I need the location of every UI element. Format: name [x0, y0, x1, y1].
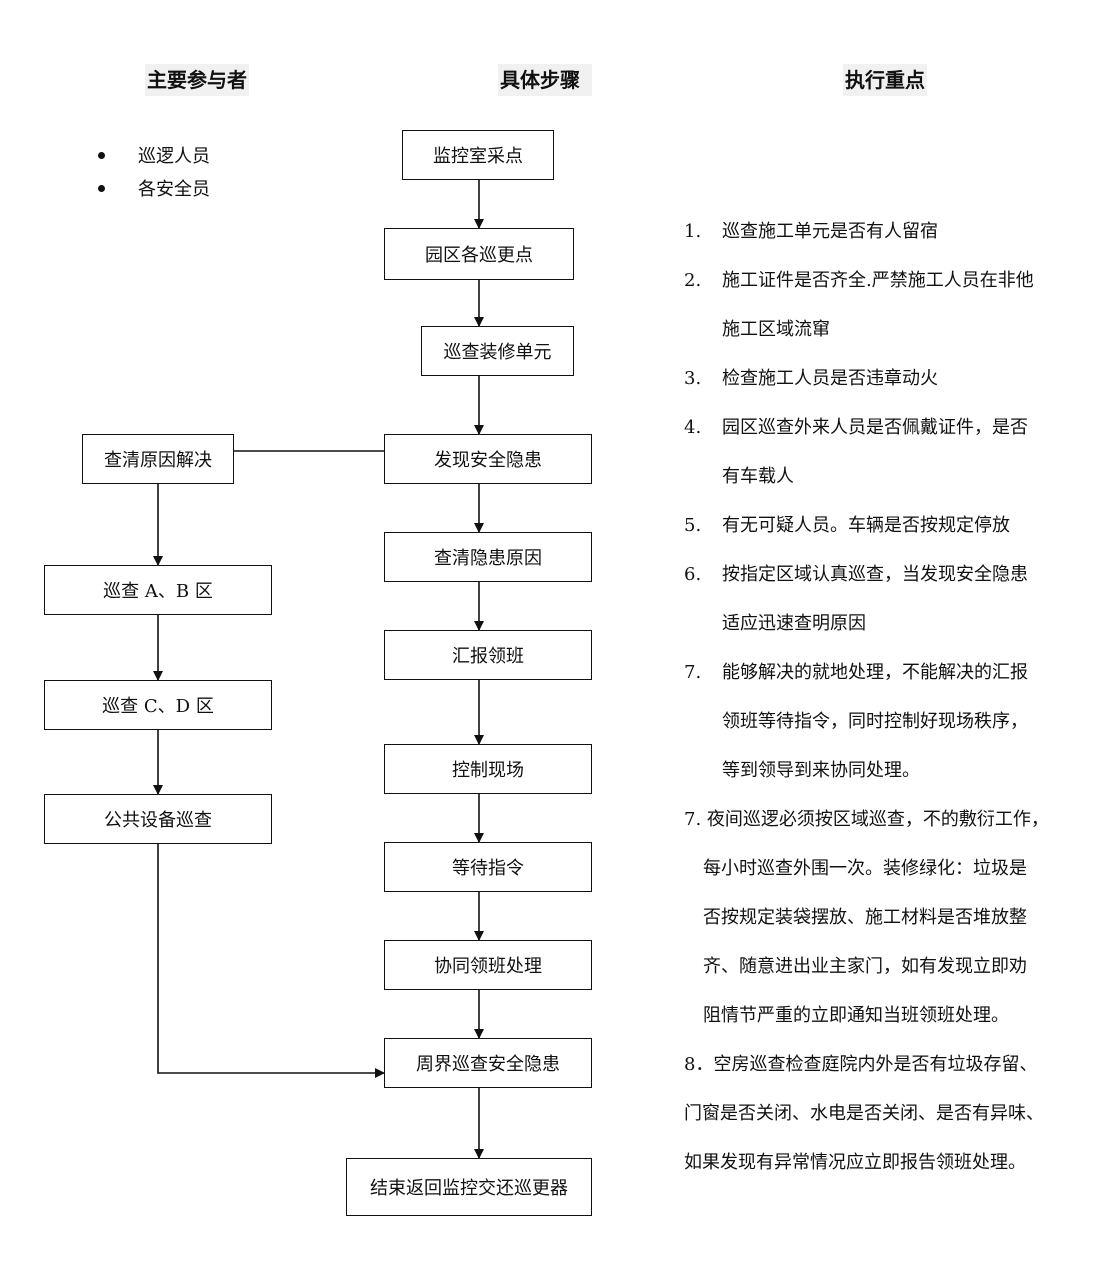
note-vacant-house-cont: 门窗是否关闭、水电是否关闭、是否有异味、 — [684, 1103, 1044, 1124]
note-item-7: 7. 能够解决的就地处理，不能解决的汇报 — [684, 658, 1028, 684]
note-number: 1. — [684, 221, 702, 242]
step-control-scene: 控制现场 — [384, 744, 592, 794]
step-label: 汇报领班 — [452, 646, 524, 667]
bullet-icon — [98, 184, 105, 192]
arrow-side-to-perimeter — [157, 843, 385, 1078]
note-item-6: 6. 按指定区域认真巡查，当发现安全隐患 — [684, 560, 1028, 586]
side-step-label: 巡查 C、D 区 — [102, 696, 214, 717]
step-label: 园区各巡更点 — [425, 245, 533, 266]
note-text: 有无可疑人员。车辆是否按规定停放 — [722, 515, 1010, 536]
step-find-cause: 查清隐患原因 — [384, 532, 592, 582]
step-await-orders: 等待指令 — [384, 842, 592, 892]
header-steps: 具体步骤 — [498, 64, 592, 96]
note-text: 能够解决的就地处理，不能解决的汇报 — [722, 662, 1028, 683]
note-night-patrol-cont: 否按规定装袋摆放、施工材料是否堆放整 — [703, 907, 1027, 928]
step-perimeter-patrol: 周界巡查安全隐患 — [384, 1038, 592, 1088]
note-vacant-house-cont: 如果发现有异常情况应立即报告领班处理。 — [684, 1152, 1026, 1173]
step-handle-with-supervisor: 协同领班处理 — [384, 940, 592, 990]
step-return-device: 结束返回监控交还巡更器 — [346, 1158, 592, 1216]
note-item-2-cont: 施工区域流窜 — [722, 319, 830, 340]
note-item-3: 3. 检查施工人员是否违章动火 — [684, 364, 938, 390]
step-label: 巡查装修单元 — [443, 342, 552, 363]
step-label: 周界巡查安全隐患 — [416, 1054, 560, 1075]
bullet-icon — [98, 151, 105, 159]
note-text: 按指定区域认真巡查，当发现安全隐患 — [722, 564, 1028, 585]
note-text: 园区巡查外来人员是否佩戴证件，是否 — [722, 417, 1028, 438]
note-item-4: 4. 园区巡查外来人员是否佩戴证件，是否 — [684, 413, 1028, 439]
note-number: 6. — [684, 564, 702, 585]
side-patrol-ab: 巡查 A、B 区 — [44, 565, 272, 615]
note-item-1: 1. 巡查施工单元是否有人留宿 — [684, 217, 938, 243]
note-item-7-cont: 等到领导到来协同处理。 — [722, 760, 920, 781]
note-number: 7. — [684, 662, 702, 683]
note-item-4-cont: 有车载人 — [722, 466, 794, 487]
note-night-patrol: 7. 夜间巡逻必须按区域巡查，不的敷衍工作， — [684, 809, 1049, 830]
step-label: 查清隐患原因 — [434, 548, 542, 569]
side-step-label: 巡查 A、B 区 — [103, 581, 213, 602]
note-number: 4. — [684, 417, 702, 438]
side-patrol-cd: 巡查 C、D 区 — [44, 680, 272, 730]
step-report-supervisor: 汇报领班 — [384, 630, 592, 680]
side-resolve-cause: 查清原因解决 — [82, 434, 234, 484]
participant-label: 各安全员 — [138, 179, 210, 200]
note-text: 施工证件是否齐全.严禁施工人员在非他 — [722, 270, 1034, 291]
participant-item: 巡逻人员 — [98, 142, 210, 168]
note-text: 检查施工人员是否违章动火 — [722, 368, 938, 389]
step-label: 监控室采点 — [433, 146, 523, 167]
step-monitor-room: 监控室采点 — [402, 130, 554, 180]
participant-label: 巡逻人员 — [138, 146, 210, 167]
header-participants: 主要参与者 — [145, 64, 249, 96]
side-public-equipment: 公共设备巡查 — [44, 794, 272, 844]
note-night-patrol-cont: 阻情节严重的立即通知当班领班处理。 — [703, 1005, 1009, 1026]
step-find-hazard: 发现安全隐患 — [384, 434, 592, 484]
note-item-6-cont: 适应迅速查明原因 — [722, 613, 866, 634]
note-number: 2. — [684, 270, 702, 291]
note-item-2: 2. 施工证件是否齐全.严禁施工人员在非他 — [684, 266, 1034, 292]
participant-item: 各安全员 — [98, 175, 210, 201]
note-text: 巡查施工单元是否有人留宿 — [722, 221, 938, 242]
step-label: 协同领班处理 — [434, 956, 542, 977]
note-number: 5. — [684, 515, 702, 536]
step-inspect-renovation: 巡查装修单元 — [421, 326, 574, 376]
header-key-points: 执行重点 — [843, 64, 927, 96]
note-night-patrol-cont: 每小时巡查外围一次。装修绿化：垃圾是 — [703, 858, 1027, 879]
step-label: 等待指令 — [452, 858, 524, 879]
step-patrol-points: 园区各巡更点 — [384, 228, 574, 280]
step-label: 控制现场 — [452, 760, 524, 781]
step-label: 结束返回监控交还巡更器 — [370, 1178, 568, 1199]
side-step-label: 查清原因解决 — [104, 450, 212, 471]
note-item-5: 5. 有无可疑人员。车辆是否按规定停放 — [684, 511, 1010, 537]
note-item-7-cont: 领班等待指令，同时控制好现场秩序， — [722, 711, 1028, 732]
note-vacant-house: 8．空房巡查检查庭院内外是否有垃圾存留、 — [684, 1054, 1038, 1075]
note-night-patrol-cont: 齐、随意进出业主家门，如有发现立即劝 — [703, 956, 1027, 977]
step-label: 发现安全隐患 — [434, 450, 542, 471]
side-step-label: 公共设备巡查 — [104, 810, 212, 831]
note-number: 3. — [684, 368, 702, 389]
